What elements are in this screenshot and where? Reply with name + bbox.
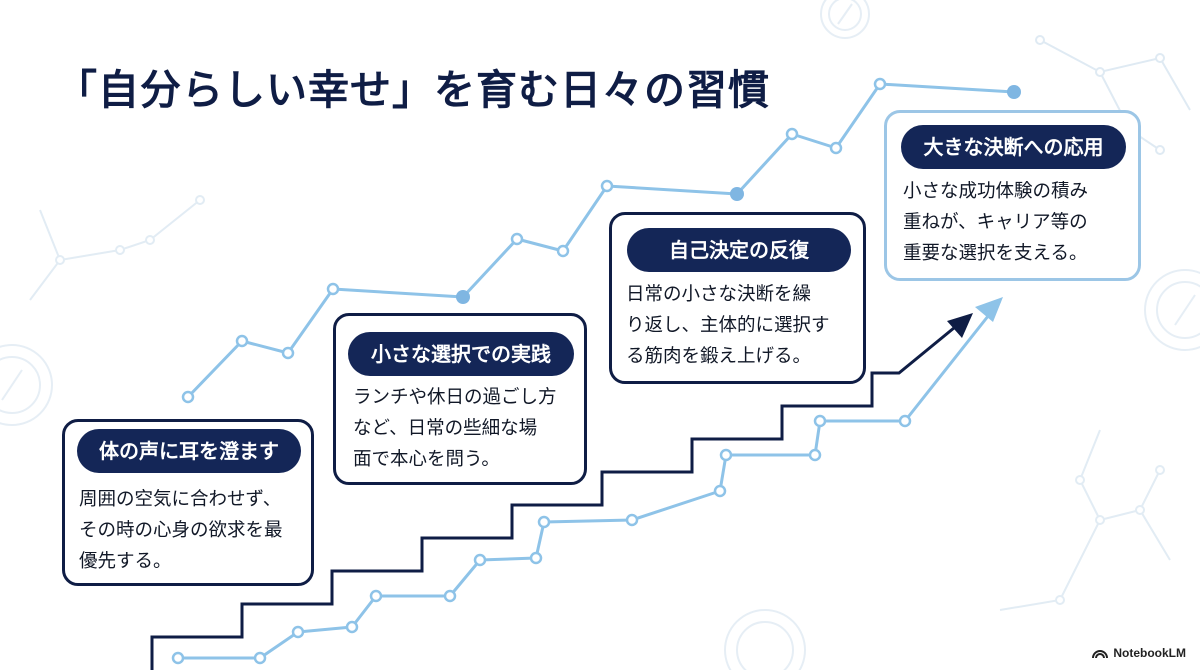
upper-line-points [181,77,887,404]
step-1-title: 体の声に耳を澄ます [77,429,301,473]
notebooklm-logo: NotebookLM [1092,646,1186,660]
notebooklm-logo-icon [1092,650,1109,659]
step-card-1: 体の声に耳を澄ます 周囲の空気に合わせず、 その時の心身の欲求を最 優先する。 [62,419,314,586]
page-title: 「自分らしい幸せ」を育む日々の習慣 [56,66,770,114]
step-1-body: 周囲の空気に合わせず、 その時の心身の欲求を最 優先する。 [79,489,283,572]
step-3-title: 自己決定の反復 [627,228,851,272]
step-4-title: 大きな決断への応用 [901,125,1126,169]
staircase-arrow-head [947,313,973,338]
step-card-2: 小さな選択での実践 ランチや休日の過ごし方 など、日常の些細な場 面で本心を問う… [333,313,587,485]
step-2-title: 小さな選択での実践 [348,332,574,376]
light-arrow-head [975,297,1003,322]
step-card-3: 自己決定の反復 日常の小さな決断を繰 り返し、主体的に選択す る筋肉を鍛え上げる… [609,212,866,384]
step-4-body: 小さな成功体験の積み 重ねが、キャリア等の 重要な選択を支える。 [903,181,1089,264]
step-card-4: 大きな決断への応用 小さな成功体験の積み 重ねが、キャリア等の 重要な選択を支え… [884,110,1141,281]
staircase-path [150,321,961,670]
lower-line-points [171,414,912,665]
step-2-body: ランチや休日の過ごし方 など、日常の些細な場 面で本心を問う。 [353,387,557,470]
constellation-bottom-right [999,429,1171,611]
upper-line-milestones [456,85,1021,304]
step-3-body: 日常の小さな決断を繰 り返し、主体的に選択す る筋肉を鍛え上げる。 [626,284,830,367]
brand-name: NotebookLM [1113,646,1186,660]
lower-progress-line [178,300,1002,660]
